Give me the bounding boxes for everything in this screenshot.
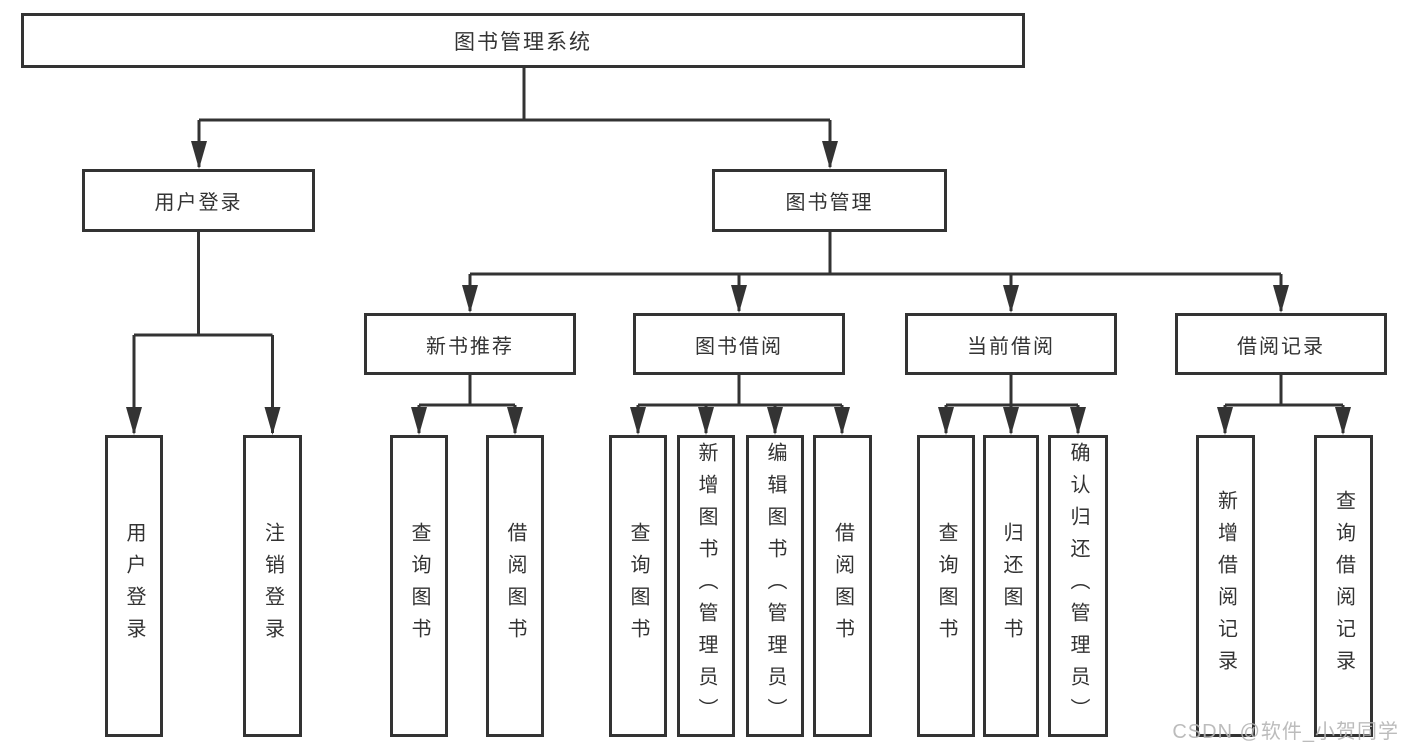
node-current-borrow: 当前借阅 [905, 313, 1117, 375]
leaf-query-books-recommend: 查询图书 [390, 435, 448, 737]
node-user-login: 用户登录 [82, 169, 315, 232]
leaf-edit-book-admin-label: 编辑图书（管理员） [764, 442, 786, 730]
watermark: CSDN @软件_小贺同学 [1172, 721, 1399, 743]
node-root: 图书管理系统 [21, 13, 1025, 68]
leaf-borrow-books-label: 借阅图书 [831, 522, 854, 650]
leaf-query-borrow-record: 查询借阅记录 [1314, 435, 1373, 737]
node-root-label: 图书管理系统 [454, 30, 592, 54]
leaf-add-borrow-record-label: 新增借阅记录 [1214, 490, 1237, 682]
leaf-return-book-label: 归还图书 [1000, 522, 1022, 650]
leaf-add-book-admin: 新增图书（管理员） [677, 435, 735, 737]
node-user-login-label: 用户登录 [154, 192, 243, 214]
leaf-return-book: 归还图书 [983, 435, 1039, 737]
node-book-borrow-label: 图书借阅 [695, 335, 783, 358]
leaf-borrow-books: 借阅图书 [813, 435, 872, 737]
node-current-borrow-label: 当前借阅 [967, 335, 1055, 358]
node-book-borrow: 图书借阅 [633, 313, 845, 375]
leaf-user-login: 用户登录 [105, 435, 163, 737]
leaf-add-book-admin-label: 新增图书（管理员） [695, 442, 717, 730]
leaf-query-books-borrow: 查询图书 [609, 435, 667, 737]
leaf-logout: 注销登录 [243, 435, 302, 737]
leaf-query-borrow-record-label: 查询借阅记录 [1332, 490, 1355, 682]
leaf-confirm-return-admin: 确认归还（管理员） [1048, 435, 1108, 737]
leaf-borrow-books-recommend: 借阅图书 [486, 435, 544, 737]
leaf-query-books-current-label: 查询图书 [935, 522, 957, 650]
leaf-borrow-books-recommend-label: 借阅图书 [504, 522, 526, 650]
node-new-book-recommend-label: 新书推荐 [426, 335, 514, 358]
node-new-book-recommend: 新书推荐 [364, 313, 576, 375]
leaf-user-login-label: 用户登录 [123, 522, 145, 650]
leaf-logout-label: 注销登录 [261, 522, 284, 650]
leaf-query-books-borrow-label: 查询图书 [627, 522, 649, 650]
node-book-management: 图书管理 [712, 169, 947, 232]
leaf-edit-book-admin: 编辑图书（管理员） [746, 435, 804, 737]
leaf-query-books-current: 查询图书 [917, 435, 975, 737]
leaf-query-books-recommend-label: 查询图书 [408, 522, 430, 650]
node-borrow-records: 借阅记录 [1175, 313, 1387, 375]
leaf-confirm-return-admin-label: 确认归还（管理员） [1067, 442, 1089, 730]
leaf-add-borrow-record: 新增借阅记录 [1196, 435, 1255, 737]
node-book-management-label: 图书管理 [785, 192, 874, 214]
node-borrow-records-label: 借阅记录 [1237, 335, 1325, 358]
